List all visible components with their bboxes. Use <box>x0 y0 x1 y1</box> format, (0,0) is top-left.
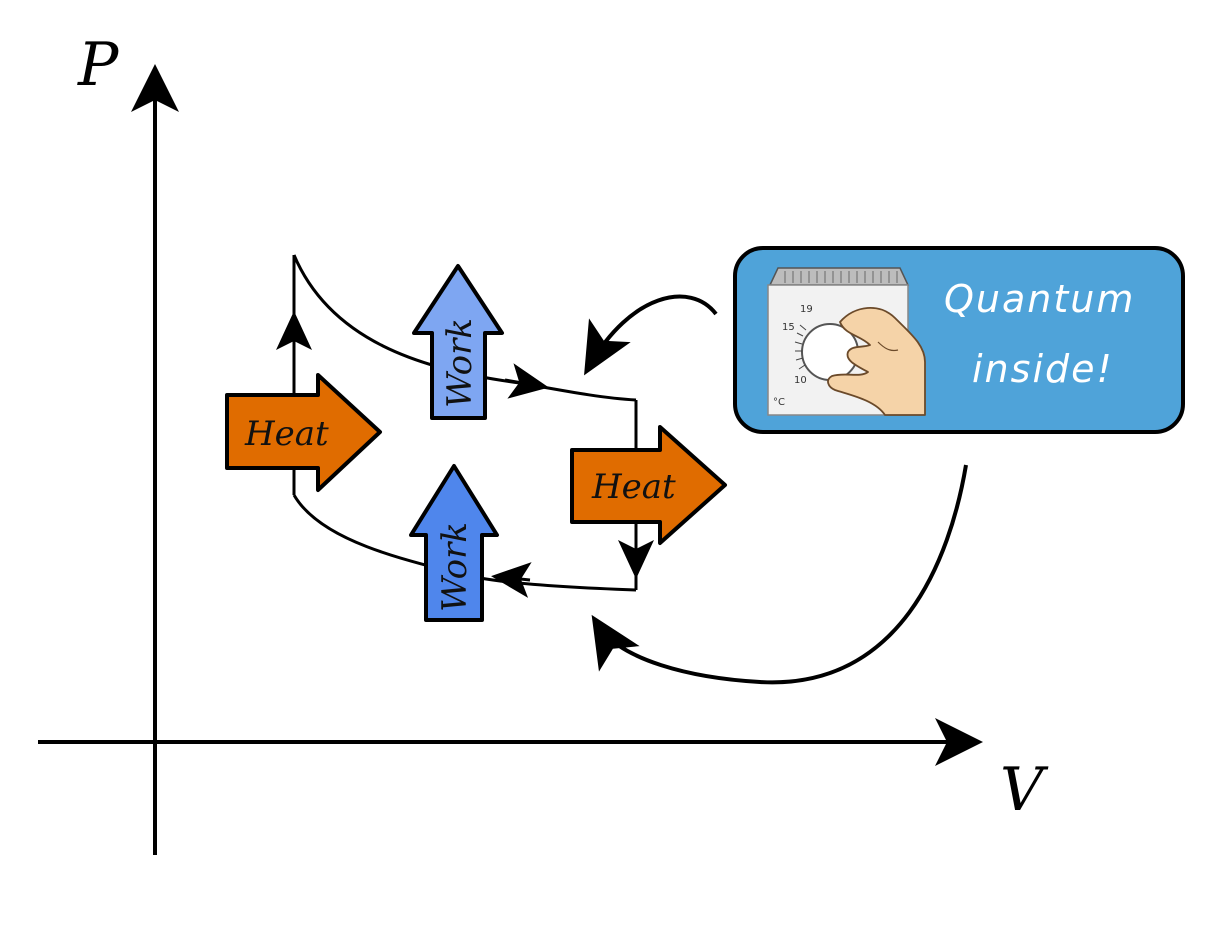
hand-icon <box>827 307 926 416</box>
dial-tick-19: 19 <box>800 304 813 315</box>
callout-pointer-bottom <box>591 464 968 685</box>
cycle-direction-arrow-bottom <box>491 562 532 598</box>
callout-pointers <box>584 294 968 685</box>
heat-arrow-left-label: Heat <box>244 414 329 454</box>
heat-arrow-right: Heat <box>570 425 727 545</box>
work-arrow-top: Work <box>412 264 504 420</box>
quantum-callout: 19 15 10 °C Quantum inside! <box>733 246 1185 434</box>
work-arrow-top-label: Work <box>440 318 480 408</box>
heat-arrow-left: Heat <box>225 373 382 492</box>
callout-pointer-top <box>584 294 718 376</box>
x-axis-label: V <box>1000 755 1049 825</box>
callout-text-line2: inside! <box>972 347 1114 391</box>
dial-tick-10: 10 <box>794 375 807 386</box>
dial-tick-15: 15 <box>782 322 795 333</box>
thermostat-icon: 19 15 10 °C <box>767 267 926 416</box>
callout-text-line1: Quantum <box>944 277 1135 321</box>
cycle-direction-arrow-top <box>504 363 549 399</box>
work-arrow-bottom: Work <box>409 464 499 622</box>
axes: P V <box>38 30 1049 855</box>
heat-arrow-right-label: Heat <box>591 467 676 507</box>
dial-unit: °C <box>773 397 785 408</box>
work-arrow-bottom-label: Work <box>435 522 475 612</box>
y-axis-label: P <box>77 30 120 100</box>
